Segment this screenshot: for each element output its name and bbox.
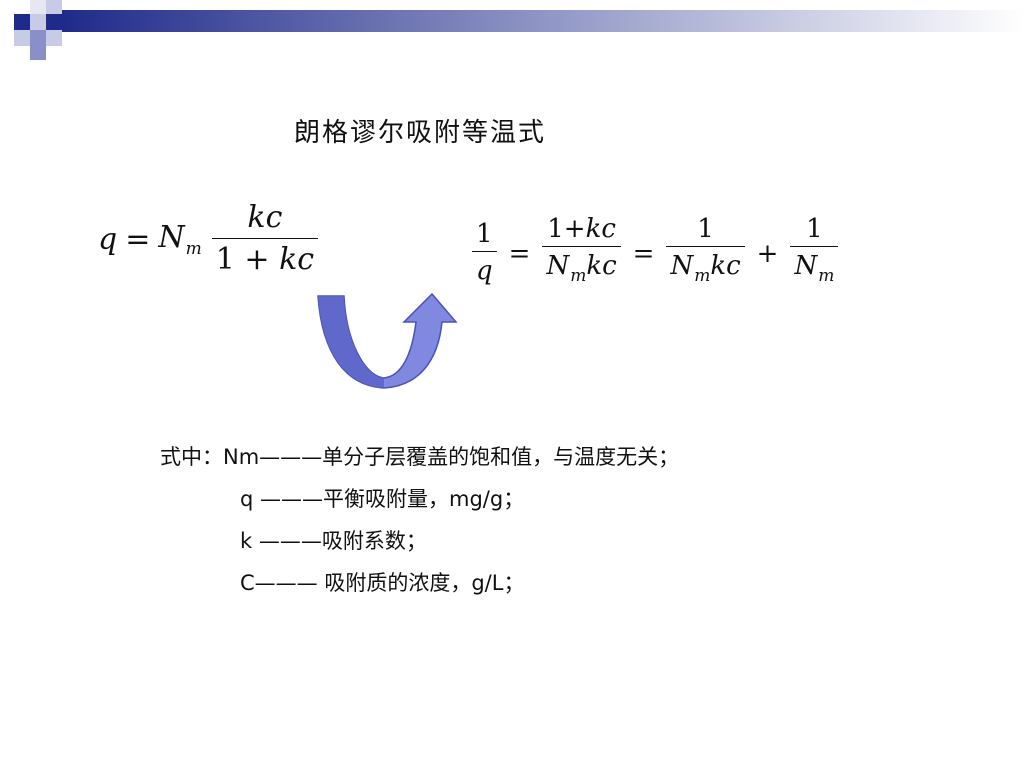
fraction-bar: [790, 246, 839, 247]
fraction-bar: [666, 246, 745, 247]
equals-sign: =: [125, 222, 151, 257]
numerator: 1: [476, 219, 493, 249]
numerator: 1: [697, 214, 714, 244]
fraction-bar: [472, 251, 497, 252]
symbol-q: q: [98, 222, 118, 257]
den-n: N: [546, 251, 570, 281]
den-n: N: [670, 251, 694, 281]
denominator: Nmkc: [666, 247, 744, 295]
equals-sign: =: [508, 238, 531, 269]
den-subscript-m: m: [570, 266, 587, 286]
fraction-bar: [211, 238, 319, 239]
definition-k: k ———吸附系数；: [240, 529, 427, 553]
linearized-equation: 1 q = 1+kc Nmkc = 1 Nmkc + 1 Nm: [468, 212, 842, 295]
header-decoration: [14, 0, 1024, 60]
fraction-1-over-nm: 1 Nm: [790, 212, 839, 295]
numerator: kc: [247, 200, 283, 235]
fraction: kc 1 + kc: [211, 198, 319, 281]
subscript-m: m: [185, 239, 202, 259]
denominator: q: [476, 256, 493, 286]
variable-definitions: 式中：Nm———单分子层覆盖的饱和值，与温度无关； q ———平衡吸附量，mg/…: [160, 436, 679, 604]
denominator: Nm: [790, 247, 838, 295]
definition-q: q ———平衡吸附量，mg/g；: [240, 487, 525, 511]
den-kc: kc: [279, 242, 315, 277]
langmuir-equation: q = Nm kc 1 + kc: [98, 198, 322, 281]
den-n: N: [794, 251, 818, 281]
numerator: 1+kc: [543, 212, 620, 246]
fraction-1-over-q: 1 q: [472, 217, 497, 290]
den-plus: +: [244, 242, 270, 277]
fraction-bar: [542, 246, 621, 247]
definition-c: C——— 吸附质的浓度，g/L；: [240, 571, 525, 595]
den-subscript-m: m: [818, 266, 835, 286]
denominator: 1 + kc: [212, 239, 318, 281]
plus-sign: +: [756, 238, 779, 269]
num-plus: +: [563, 214, 586, 244]
fraction-combined: 1+kc Nmkc: [542, 212, 621, 295]
num-kc: kc: [585, 214, 616, 244]
den-kc: kc: [586, 251, 617, 281]
den-subscript-m: m: [694, 266, 711, 286]
den-kc: kc: [710, 251, 741, 281]
den-one: 1: [215, 242, 235, 277]
denominator: Nmkc: [542, 247, 620, 295]
definition-nm: 式中：Nm———单分子层覆盖的饱和值，与温度无关；: [160, 445, 680, 469]
coefficient-nm: Nm: [158, 220, 201, 259]
transform-arrow-icon: [317, 292, 458, 389]
num-one: 1: [547, 214, 564, 244]
numerator: 1: [806, 214, 823, 244]
symbol-n: N: [158, 220, 185, 255]
equals-sign: =: [632, 238, 655, 269]
fraction-1-over-nmkc: 1 Nmkc: [666, 212, 745, 295]
slide-title: 朗格谬尔吸附等温式: [294, 118, 547, 148]
